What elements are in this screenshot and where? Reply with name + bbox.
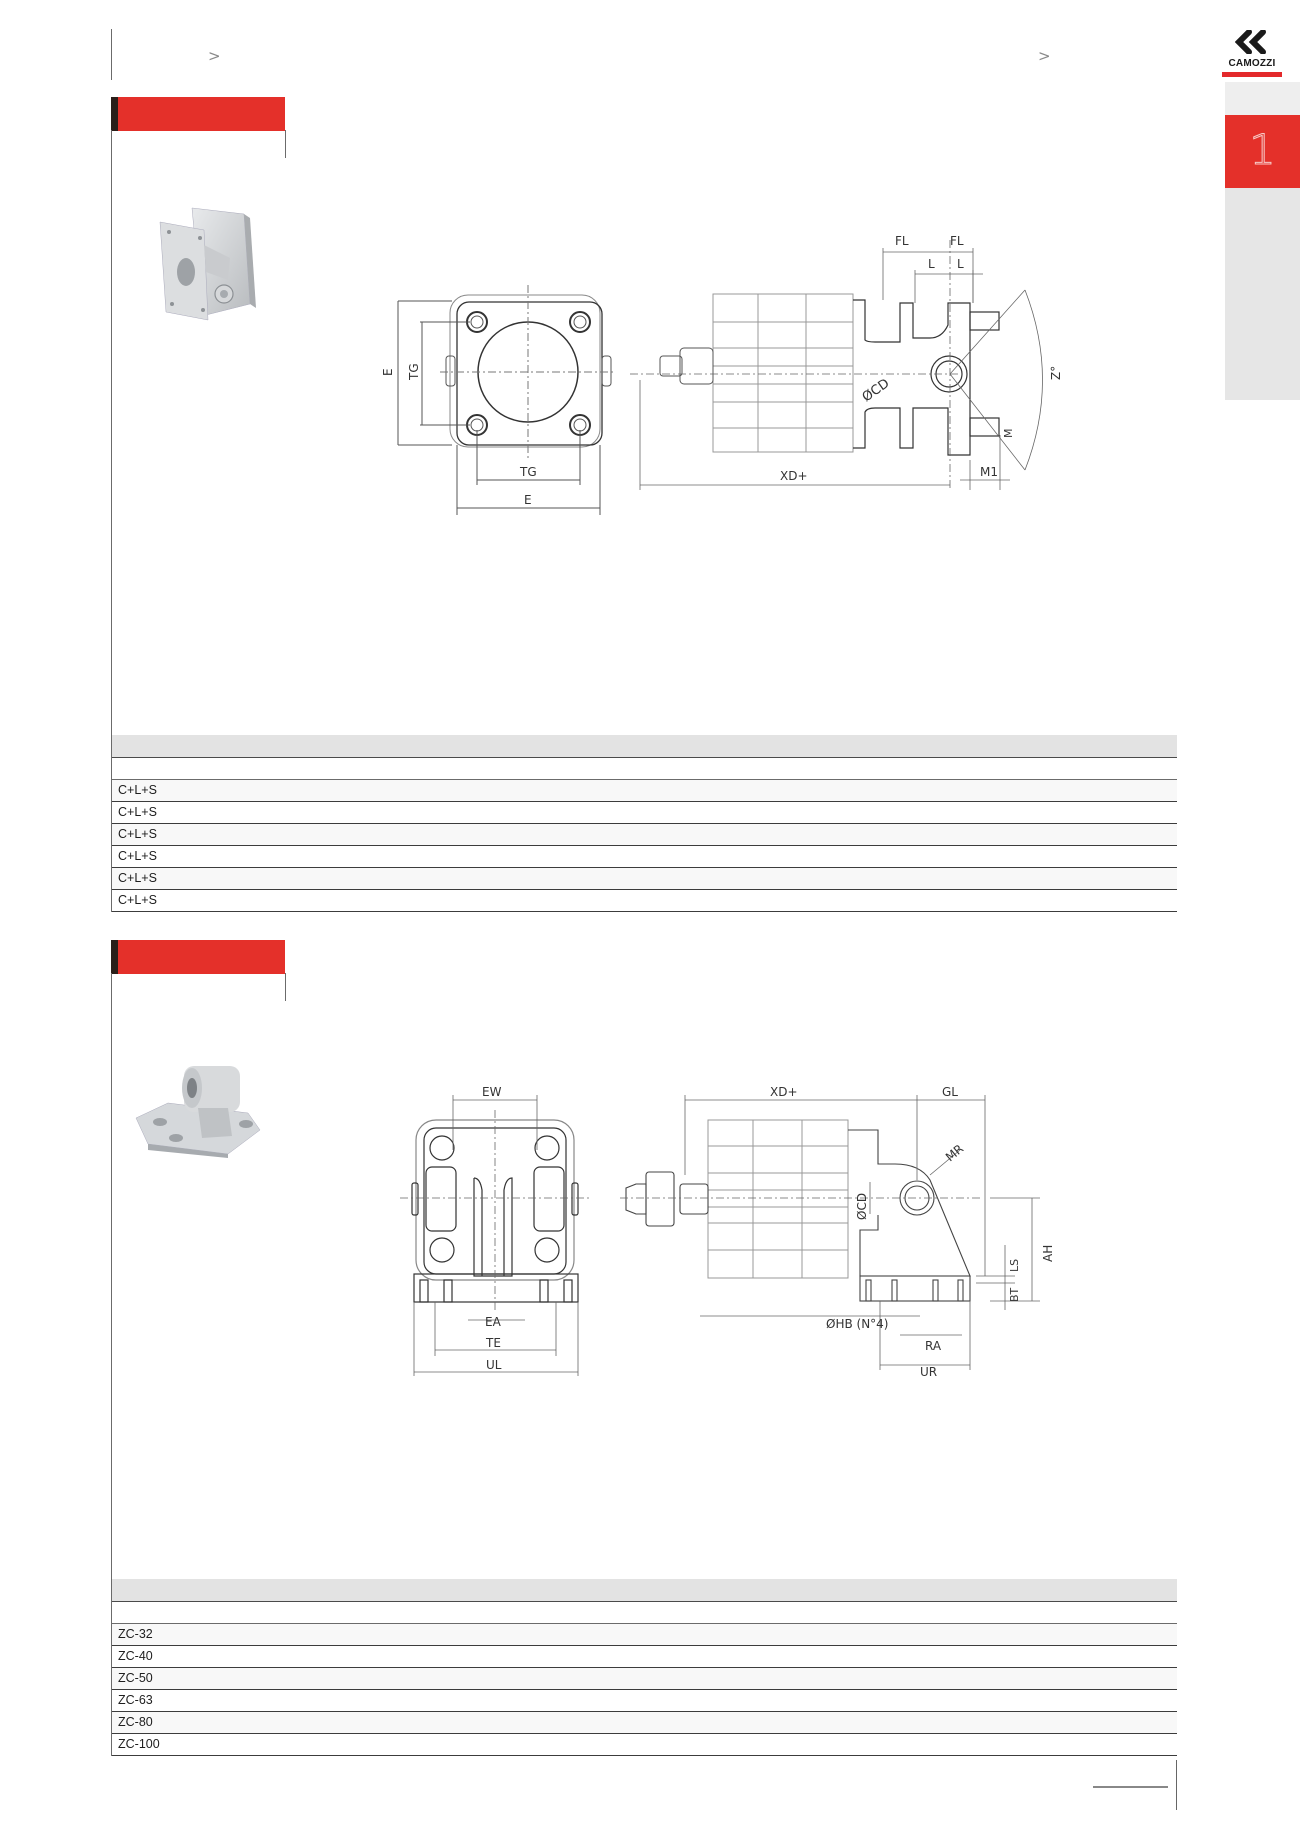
row-code: ZC-100 — [118, 1737, 160, 1751]
svg-text:RA: RA — [925, 1339, 942, 1353]
svg-text:E: E — [524, 493, 532, 507]
svg-text:BT: BT — [1008, 1287, 1021, 1302]
svg-text:L: L — [957, 257, 964, 271]
svg-text:EA: EA — [485, 1315, 502, 1329]
row-code: C+L+S — [118, 805, 157, 819]
svg-text:Z°: Z° — [1049, 366, 1063, 380]
section-1-table-header — [112, 735, 1177, 758]
svg-text:M1: M1 — [980, 465, 998, 479]
svg-text:FL: FL — [895, 234, 909, 248]
section-1-header-stripe — [111, 97, 118, 131]
row-code: ZC-50 — [118, 1671, 153, 1685]
section-2-side-view-drawing: XD+ GL MR ØCD LS AH BT ØHB (N°4) RA UR — [620, 1085, 1055, 1379]
section-1-front-view-drawing: E TG TG E — [381, 285, 615, 515]
chapter-number: 1 — [1249, 125, 1277, 175]
logo-mark-icon — [1222, 29, 1282, 58]
product-image-counter-hinge — [135, 1066, 261, 1158]
svg-text:TG: TG — [407, 363, 421, 381]
row-code: C+L+S — [118, 893, 157, 907]
row-code: ZC-63 — [118, 1693, 153, 1707]
breadcrumb-arrow-right[interactable]: > — [1038, 47, 1051, 65]
logo-red-bar — [1222, 72, 1282, 77]
table-row: ZC-100 — [112, 1734, 1177, 1756]
section-1-left-rule — [111, 130, 112, 735]
table-row: C+L+S — [112, 868, 1177, 890]
svg-text:UL: UL — [486, 1358, 502, 1372]
table-row: ZC-50 — [112, 1668, 1177, 1690]
breadcrumb-arrow-left[interactable]: > — [208, 47, 221, 65]
table-row: C+L+S — [112, 802, 1177, 824]
row-code: ZC-32 — [118, 1627, 153, 1641]
logo-cc-icon — [1234, 29, 1266, 55]
table-row: ZC-32 — [112, 1624, 1177, 1646]
svg-text:GL: GL — [942, 1085, 958, 1099]
row-code: ZC-80 — [118, 1715, 153, 1729]
svg-text:TE: TE — [485, 1336, 501, 1350]
section-1-table-subheader — [112, 758, 1177, 780]
table-row: C+L+S — [112, 846, 1177, 868]
section-1-header-right-rule — [285, 130, 286, 158]
svg-text:M: M — [1002, 429, 1015, 439]
svg-text:UR: UR — [920, 1365, 937, 1379]
svg-text:LS: LS — [1008, 1259, 1021, 1272]
row-code: C+L+S — [118, 783, 157, 797]
row-code: C+L+S — [118, 827, 157, 841]
table-row: ZC-63 — [112, 1690, 1177, 1712]
svg-text:ØCD: ØCD — [860, 376, 893, 405]
section-2-table: ZC-32 ZC-40 ZC-50 ZC-63 ZC-80 ZC-100 — [111, 1579, 1177, 1756]
camozzi-logo: CAMOZZI — [1222, 29, 1282, 77]
section-2-header-stripe — [111, 940, 118, 974]
svg-text:ØHB (N°4): ØHB (N°4) — [826, 1317, 889, 1331]
svg-text:EW: EW — [482, 1085, 502, 1099]
row-code: C+L+S — [118, 871, 157, 885]
section-1-header — [111, 97, 285, 131]
svg-text:ØCD: ØCD — [855, 1193, 869, 1220]
svg-text:XD+: XD+ — [780, 469, 808, 483]
product-image-trunnion-bracket — [159, 207, 256, 321]
footer-right-rule — [1176, 1760, 1177, 1810]
logo-wordmark: CAMOZZI — [1228, 58, 1276, 69]
row-code: ZC-40 — [118, 1649, 153, 1663]
row-code: C+L+S — [118, 849, 157, 863]
section-1-table: C+L+S C+L+S C+L+S C+L+S C+L+S C+L+S — [111, 735, 1177, 912]
footer-page-rule — [1093, 1786, 1168, 1788]
side-tab-top — [1225, 82, 1300, 115]
svg-text:E: E — [381, 368, 395, 376]
table-row: ZC-40 — [112, 1646, 1177, 1668]
svg-text:AH: AH — [1041, 1245, 1055, 1262]
section-2-table-body: ZC-32 ZC-40 ZC-50 ZC-63 ZC-80 ZC-100 — [112, 1624, 1177, 1756]
table-row: C+L+S — [112, 824, 1177, 846]
section-1-side-view-drawing: FL FL L L ØCD Z° M XD+ M1 — [630, 234, 1063, 490]
header-left-rule — [111, 29, 112, 80]
svg-text:XD+: XD+ — [770, 1085, 798, 1099]
section-1-table-body: C+L+S C+L+S C+L+S C+L+S C+L+S C+L+S — [112, 780, 1177, 912]
svg-text:FL: FL — [950, 234, 964, 248]
svg-text:L: L — [928, 257, 935, 271]
side-tab-gray-strip — [1225, 188, 1300, 400]
chapter-tab[interactable]: 1 — [1225, 115, 1300, 188]
section-2-table-subheader — [112, 1602, 1177, 1624]
table-row: C+L+S — [112, 780, 1177, 802]
svg-text:TG: TG — [519, 465, 537, 479]
table-row: ZC-80 — [112, 1712, 1177, 1734]
table-row: C+L+S — [112, 890, 1177, 912]
section-2-header-right-rule — [285, 973, 286, 1001]
section-2-left-rule — [111, 973, 112, 1579]
section-2-table-header — [112, 1579, 1177, 1602]
section-2-header — [111, 940, 285, 974]
section-2-front-view-drawing: EW EA TE UL — [400, 1085, 590, 1376]
